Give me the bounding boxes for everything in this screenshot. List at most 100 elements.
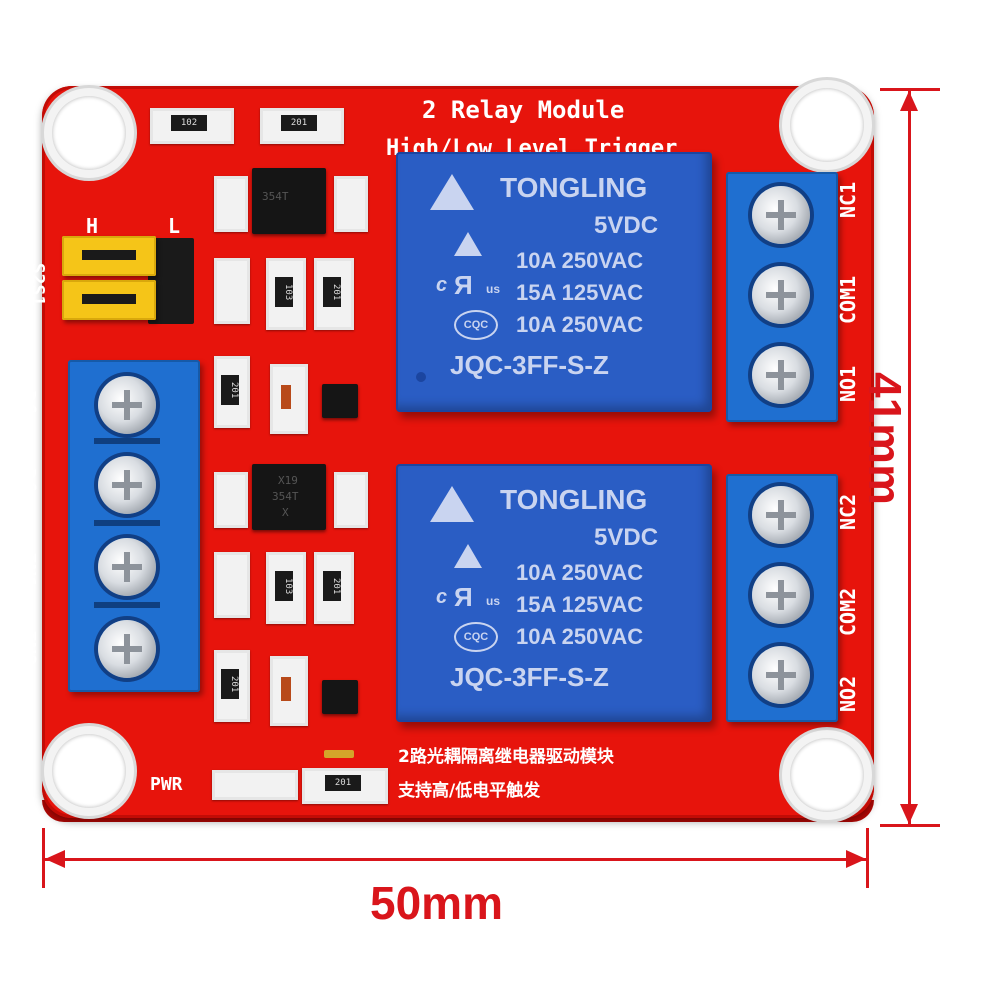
- resistor: 201: [214, 356, 250, 428]
- led: [214, 552, 250, 618]
- resistor-power: 201: [302, 768, 388, 804]
- jumper-label-l: L: [168, 214, 181, 238]
- label-in1: IN1: [16, 552, 40, 589]
- screw-dc-plus[interactable]: [98, 376, 156, 434]
- board-title: 2 Relay Module: [422, 96, 625, 124]
- screw-no1[interactable]: [752, 346, 810, 404]
- capacitor: [334, 176, 368, 232]
- width-dimension-tick-left: [42, 828, 45, 888]
- screw-nc1[interactable]: [752, 186, 810, 244]
- label-in2: IN2: [16, 630, 40, 667]
- power-led: [212, 770, 298, 800]
- optocoupler-marking: 354T: [272, 490, 299, 503]
- capacitor: [214, 472, 248, 528]
- tongling-logo-icon: [430, 174, 474, 210]
- label-no1: NO1: [836, 365, 860, 402]
- screw-no2[interactable]: [752, 646, 810, 704]
- resistor-code: 103: [275, 277, 293, 307]
- relay-model: JQC-3FF-S-Z: [450, 350, 609, 380]
- cqc-text: CQC: [463, 319, 489, 331]
- resistor: 103: [266, 552, 306, 624]
- diode: [270, 656, 308, 726]
- relay-rating-3: 10A 250VAC: [516, 312, 644, 337]
- jumper-contact: [82, 250, 136, 260]
- diode-body: [281, 385, 291, 409]
- mounting-hole-bottom-right: [790, 738, 864, 812]
- relay-model: JQC-3FF-S-Z: [450, 662, 609, 692]
- arrow-right-icon: [846, 850, 866, 868]
- resistor: 201: [314, 258, 354, 330]
- input-terminal: [68, 360, 200, 692]
- relay-voltage: 5VDC: [594, 212, 659, 239]
- screw-in1[interactable]: [98, 538, 156, 596]
- screw-com1[interactable]: [752, 266, 810, 324]
- arrow-down-icon: [900, 804, 918, 824]
- transistor: [322, 384, 358, 418]
- height-dimension-line: [908, 90, 911, 826]
- resistor-code: 201: [221, 669, 239, 699]
- arrow-left-icon: [45, 850, 65, 868]
- resistor-code: 201: [221, 375, 239, 405]
- mounting-hole-bottom-left: [52, 734, 126, 808]
- resistor: 103: [266, 258, 306, 330]
- optocoupler-2: X19 354T X: [252, 464, 326, 530]
- relay-rating-3: 10A 250VAC: [516, 624, 644, 649]
- led: [214, 258, 250, 324]
- relay-cert-us: us: [486, 282, 501, 296]
- resistor-code: 103: [275, 571, 293, 601]
- arrow-up-icon: [900, 91, 918, 111]
- chinese-description-2: 支持高/低电平触发: [398, 781, 541, 801]
- warning-triangle-icon: [454, 232, 482, 256]
- relay-brand: TONGLING: [500, 484, 648, 515]
- transistor: [322, 680, 358, 714]
- relay-1: TONGLING 5VDC 10A 250VAC c Я us 15A 125V…: [396, 152, 712, 412]
- optocoupler-1: 354T: [252, 168, 326, 234]
- label-no2: NO2: [836, 675, 860, 712]
- cqc-logo: CQC: [454, 622, 498, 652]
- label-nc1: NC1: [836, 181, 860, 218]
- jumper-side-label: S2S1: [27, 262, 49, 307]
- mounting-hole-top-right: [790, 88, 864, 162]
- terminal-divider: [94, 520, 160, 526]
- label-dc-plus: DC+: [16, 390, 40, 427]
- jumper-label-h: H: [86, 214, 99, 238]
- width-dimension-line: [44, 858, 868, 861]
- height-dimension-tick-top: [880, 88, 940, 91]
- resistor: 201: [214, 650, 250, 722]
- relay-cert-c: c: [436, 586, 448, 608]
- test-pads: [324, 750, 354, 758]
- terminal-divider: [94, 438, 160, 444]
- label-dc-minus: DC-: [16, 468, 40, 505]
- jumper-s1[interactable]: [62, 280, 156, 320]
- cqc-logo: CQC: [454, 310, 498, 340]
- jumper-s2[interactable]: [62, 236, 156, 276]
- resistor-code: 201: [325, 775, 361, 791]
- resistor-top-2: 201: [260, 108, 344, 144]
- screw-com2[interactable]: [752, 566, 810, 624]
- label-com2: COM2: [836, 587, 860, 636]
- capacitor: [334, 472, 368, 528]
- cqc-text: CQC: [463, 631, 489, 643]
- pwr-label: PWR: [150, 774, 183, 795]
- output-terminal-relay-1: [726, 172, 838, 422]
- terminal-divider: [94, 602, 160, 608]
- output-terminal-relay-2: [726, 474, 838, 722]
- label-nc2: NC2: [836, 493, 860, 530]
- relay-cert-ul-icon: Я: [454, 582, 473, 612]
- resistor-code: 201: [281, 115, 317, 131]
- diode: [270, 364, 308, 434]
- resistor: 201: [314, 552, 354, 624]
- screw-nc2[interactable]: [752, 486, 810, 544]
- relay-brand: TONGLING: [500, 172, 648, 203]
- width-dimension-tick-right: [866, 828, 869, 888]
- width-label: 50mm: [370, 877, 503, 929]
- chinese-description-1: 2路光耦隔离继电器驱动模块: [398, 747, 614, 767]
- relay-rating-1: 10A 250VAC: [516, 560, 644, 585]
- screw-dc-minus[interactable]: [98, 456, 156, 514]
- resistor-top-1: 102: [150, 108, 234, 144]
- optocoupler-marking: X: [282, 506, 289, 519]
- optocoupler-marking: X19: [278, 474, 298, 487]
- tongling-logo-icon: [430, 486, 474, 522]
- relay-cert-us: us: [486, 594, 501, 608]
- screw-in2[interactable]: [98, 620, 156, 678]
